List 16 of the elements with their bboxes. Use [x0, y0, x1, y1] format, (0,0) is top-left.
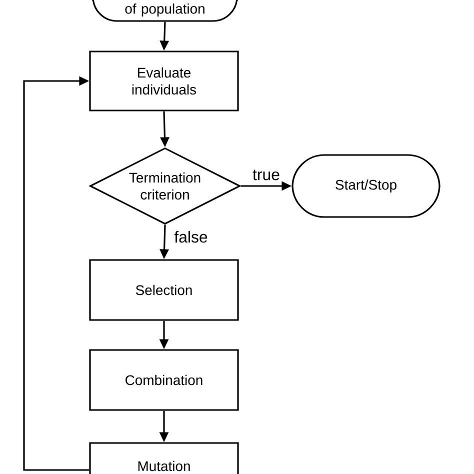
process-box [89, 349, 239, 411]
node-label: Evaluate individuals [132, 67, 196, 95]
node-label: Combination [126, 374, 202, 386]
process-box [89, 442, 239, 474]
process-box [89, 50, 239, 112]
start-stop-terminal [92, 0, 238, 22]
arrow [23, 76, 90, 471]
start-stop-terminal [292, 154, 440, 218]
process-box [89, 259, 239, 321]
node-label: Start/Stop [336, 180, 396, 192]
edge-label: false [174, 230, 208, 243]
node-label: Mutation [138, 460, 190, 472]
node-label: Termination criterion [129, 172, 200, 200]
node-label: Selection [136, 284, 192, 296]
node-label: of population [125, 3, 204, 16]
edge-label: true [252, 170, 280, 180]
